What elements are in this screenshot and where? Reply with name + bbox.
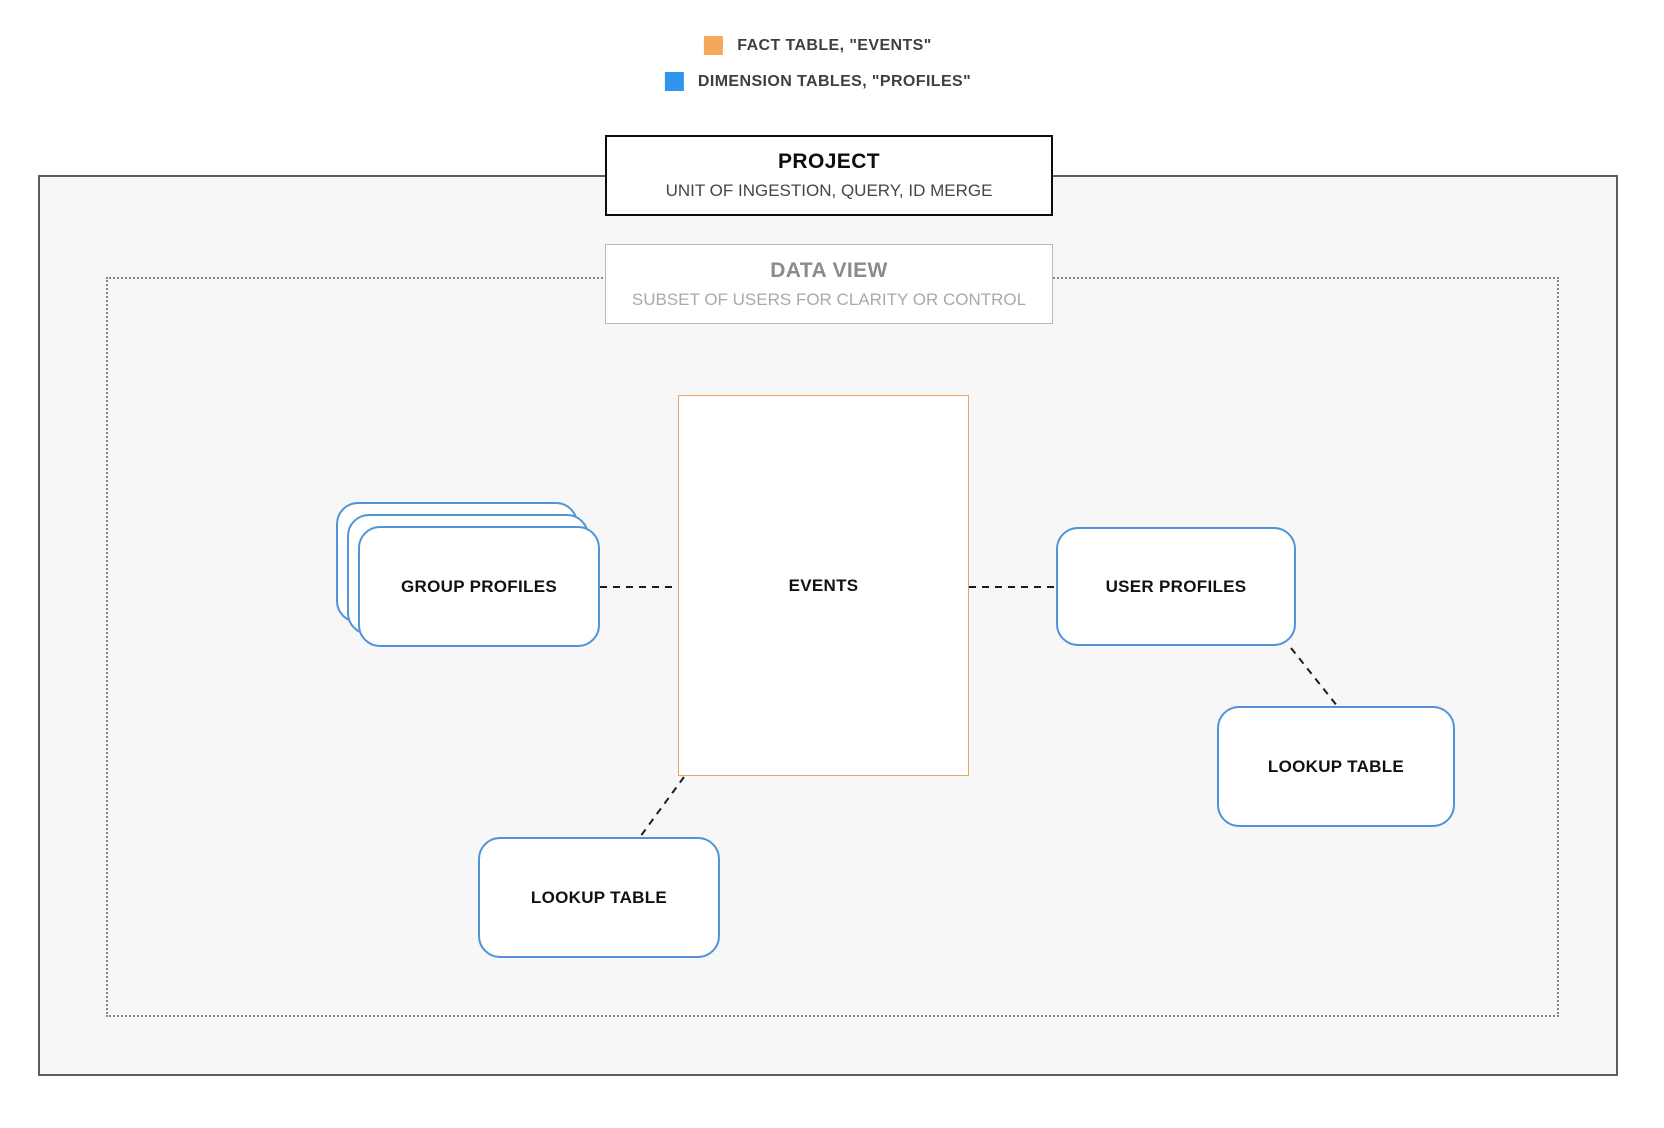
legend-item-dimension-tables: DIMENSION TABLES, "PROFILES" (664, 72, 972, 91)
node-user-profiles: USER PROFILES (1056, 527, 1296, 646)
data-view-title: DATA VIEW (770, 258, 888, 282)
node-lookup-table-right-label: LOOKUP TABLE (1267, 756, 1405, 776)
legend: FACT TABLE, "EVENTS" DIMENSION TABLES, "… (664, 36, 972, 91)
node-group-profiles-label: GROUP PROFILES (401, 576, 557, 596)
node-lookup-table-right: LOOKUP TABLE (1217, 706, 1455, 827)
dimension-tables-color-swatch (664, 72, 684, 91)
project-header-box: PROJECT UNIT OF INGESTION, QUERY, ID MER… (605, 135, 1053, 216)
node-lookup-table-bottom-label: LOOKUP TABLE (530, 887, 668, 907)
data-view-subtitle: SUBSET OF USERS FOR CLARITY OR CONTROL (631, 289, 1027, 309)
data-view-header-box: DATA VIEW SUBSET OF USERS FOR CLARITY OR… (605, 244, 1053, 324)
project-subtitle: UNIT OF INGESTION, QUERY, ID MERGE (665, 181, 993, 200)
node-events: EVENTS (678, 395, 969, 776)
node-events-label: EVENTS (788, 575, 859, 595)
legend-item-fact-table: FACT TABLE, "EVENTS" (704, 36, 931, 55)
fact-table-color-swatch (704, 36, 724, 55)
node-group-profiles: GROUP PROFILES (358, 526, 600, 647)
legend-label-fact-table: FACT TABLE, "EVENTS" (737, 36, 932, 54)
node-lookup-table-bottom: LOOKUP TABLE (478, 837, 720, 958)
node-user-profiles-label: USER PROFILES (1105, 576, 1247, 596)
project-title: PROJECT (778, 150, 880, 173)
legend-label-dimension-tables: DIMENSION TABLES, "PROFILES" (697, 72, 972, 90)
